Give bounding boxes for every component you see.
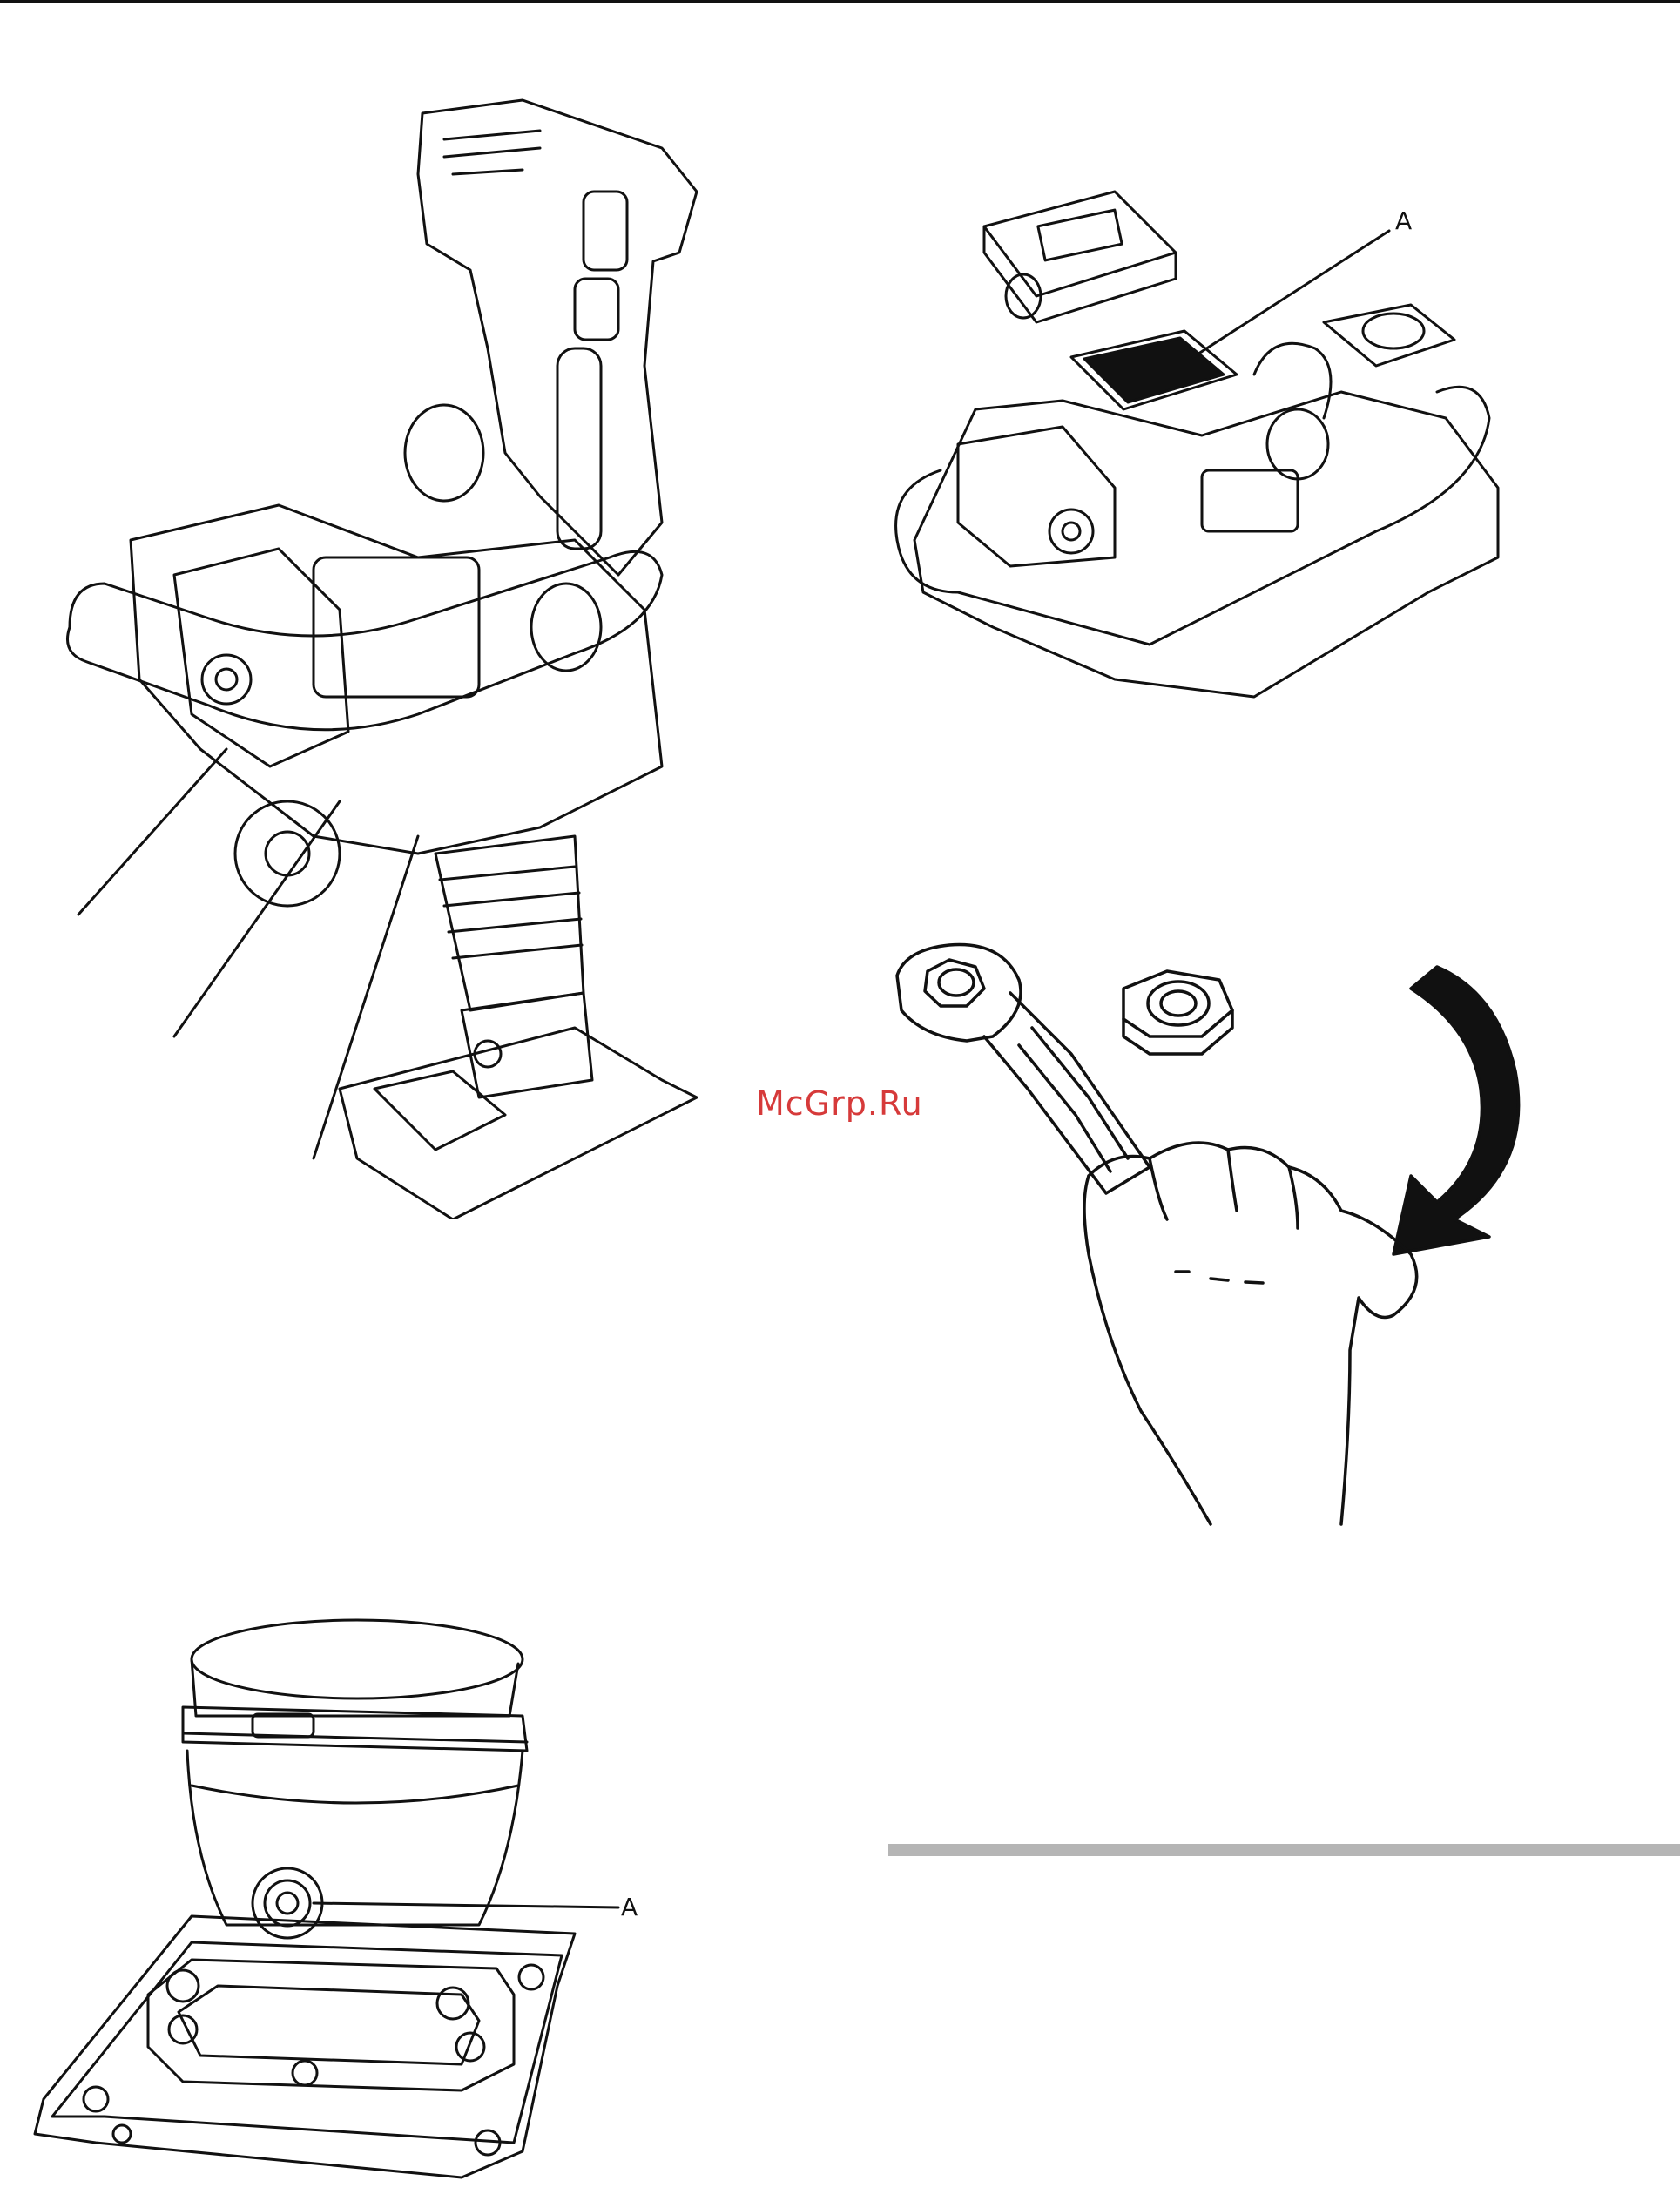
callout-label-a-air-filter: A xyxy=(1395,209,1412,233)
air-filter-illustration-icon xyxy=(888,157,1533,714)
callout-label-a-foot-plate: A xyxy=(621,1895,638,1920)
rammer-illustration-icon xyxy=(52,87,714,1219)
wrench-nut-illustration-icon xyxy=(888,941,1550,1533)
watermark-text: McGrp.Ru xyxy=(756,1084,923,1123)
page-top-rule xyxy=(0,0,1680,3)
foot-plate-illustration-icon xyxy=(26,1611,636,2186)
section-divider-bar xyxy=(888,1844,1680,1856)
